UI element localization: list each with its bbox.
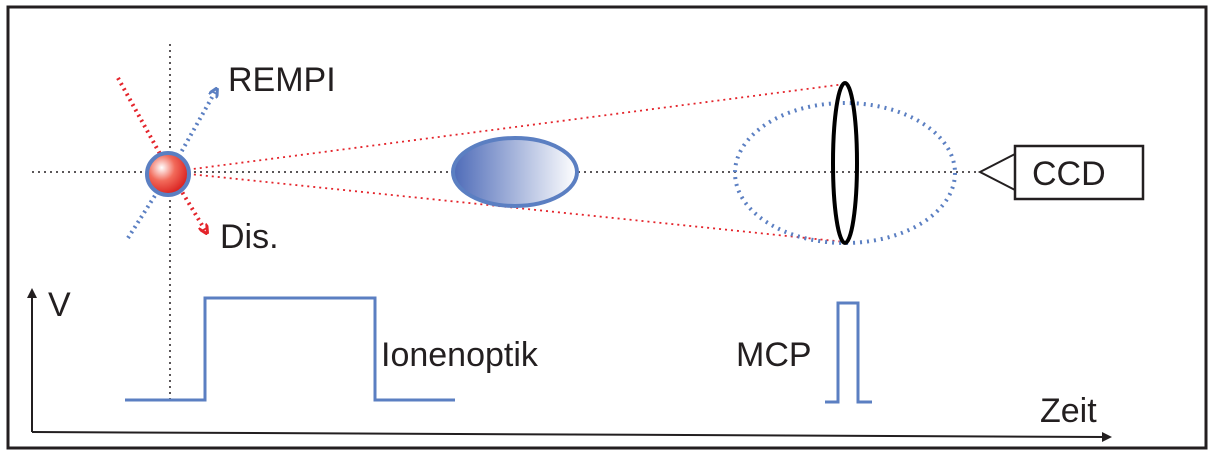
time-axis-arrow-icon [1102,432,1112,442]
ion-cloud-ellipse [451,136,579,208]
mcp-pulse [825,301,872,404]
ccd-camera-box [1013,144,1145,201]
time-axis-line [31,431,1107,438]
ion-optics-label: Ionenoptik [381,336,539,374]
time-axis-label: Zeit [1040,392,1097,430]
rempi-label: REMPI [228,61,336,99]
rempi-beam-lower [126,170,172,240]
lens-ellipse [831,81,859,245]
v-axis-arrow-icon [27,288,37,298]
v-axis-label: V [48,286,71,324]
detector-ellipse [733,101,957,245]
outer-frame [6,5,1208,450]
ccd-camera-lens-icon [977,152,1016,192]
projection-line-lower [169,171,846,243]
dis-label: Dis. [220,218,279,256]
ccd-label: CCD [1032,155,1106,193]
ion-optics-pulse [125,296,455,402]
mcp-label: MCP [736,336,812,374]
molecule-sphere [145,151,191,197]
